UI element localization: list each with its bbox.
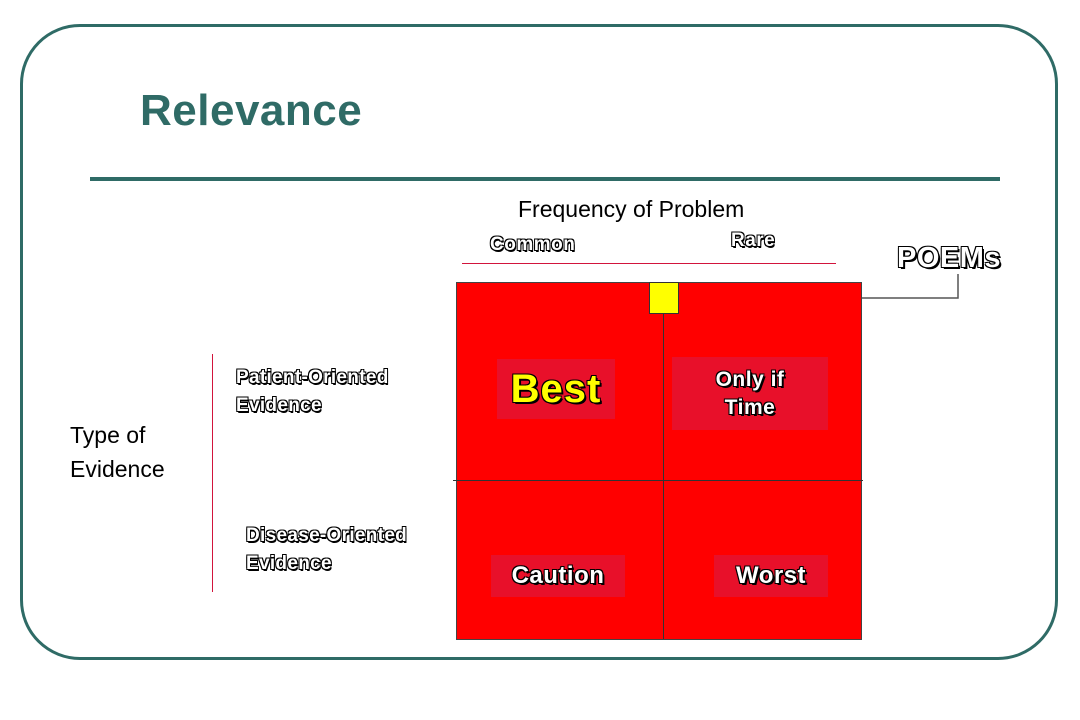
cell-best-label: Best: [510, 366, 602, 411]
cell-caution: Caution: [491, 555, 625, 597]
column-label-common: Common: [490, 234, 576, 255]
row-patient-line-1: Patient-Oriented: [236, 367, 389, 388]
row-label-disease-oriented: Disease-Oriented Evidence: [246, 522, 407, 578]
x-axis-title: Frequency of Problem: [518, 196, 745, 222]
cell-only-if-line-1: Only if: [715, 367, 785, 391]
column-label-rare: Rare: [731, 230, 776, 251]
y-axis-title: Type of Evidence: [70, 418, 165, 486]
y-axis-title-line-1: Type of: [70, 422, 146, 448]
row-label-patient-oriented: Patient-Oriented Evidence: [236, 364, 389, 420]
cell-caution-label: Caution: [511, 562, 605, 589]
cell-worst: Worst: [714, 555, 828, 597]
cell-only-if-time: Only if Time: [672, 357, 828, 430]
grid-horizontal-divider: [453, 480, 863, 481]
row-disease-line-2: Evidence: [246, 553, 332, 574]
row-axis-line: [212, 354, 213, 592]
poems-callout: POEMs: [897, 242, 1002, 274]
y-axis-title-line-2: Evidence: [70, 456, 165, 482]
row-patient-line-2: Evidence: [236, 395, 322, 416]
grid-vertical-divider: [663, 283, 664, 639]
poems-marker: [649, 282, 679, 314]
row-disease-line-1: Disease-Oriented: [246, 525, 408, 546]
cell-worst-label: Worst: [735, 562, 807, 589]
title-divider: [90, 177, 1000, 181]
column-axis-line: [462, 263, 836, 264]
slide-title: Relevance: [140, 86, 363, 135]
cell-only-if-line-2: Time: [724, 395, 776, 419]
slide-frame: [20, 24, 1058, 660]
cell-best: Best: [497, 359, 615, 419]
